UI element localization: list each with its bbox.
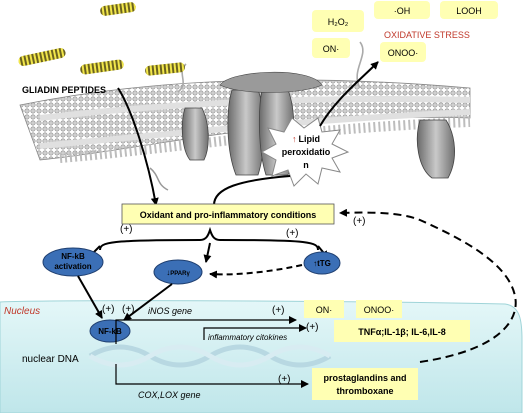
plus-cox: (+): [278, 374, 291, 385]
on-box: [312, 38, 350, 58]
gliadin-peptides-label: GLIADIN PEPTIDES: [22, 85, 106, 95]
nucleus-title: Nucleus: [4, 306, 40, 317]
nfkb-activation-line1: NF-kB: [61, 252, 85, 261]
plus-nfkb-right: (+): [122, 304, 135, 315]
central-box: [121, 203, 335, 225]
cytokines-label: TNFα;IL-1β; IL-6,IL-8: [358, 327, 446, 337]
looh-label: LOOH: [456, 6, 482, 16]
prostaglandins-line2: thromboxane: [336, 386, 393, 396]
lipid-to-stress-arrow: [319, 61, 379, 127]
prostaglandins-line1: prostaglandins and: [323, 373, 406, 383]
prostaglandins-box: [312, 368, 418, 400]
cox-lox-gene-arrow: [115, 364, 309, 388]
on-label: ON·: [323, 44, 340, 54]
h2o2-box: [312, 10, 364, 32]
oh-box: [374, 1, 430, 19]
h2o2-label: H₂O₂: [328, 17, 349, 27]
ttg-to-ppar-dashed: [209, 264, 303, 279]
dna-helix: [88, 344, 332, 368]
product-onoo-box: [356, 300, 402, 318]
nfkb-nuclear-ellipse: [89, 319, 131, 343]
ttg-arrow: ↑: [313, 259, 317, 268]
nuclear-dna-label: nuclear DNA: [22, 354, 79, 365]
ttg-ellipse: [303, 251, 341, 275]
lipid-peroxidation-line2: peroxidatio: [282, 147, 331, 157]
gliadin-peptides: [18, 2, 185, 76]
nfkb-activation-to-nucleus-arrow: [77, 275, 103, 319]
lipid-peroxidation-word1: Lipid: [299, 134, 321, 144]
ppar-ellipse: [153, 259, 203, 285]
plus-left: (+): [120, 224, 133, 235]
brace-mid-arrow: [203, 242, 212, 263]
cytokine-gene-arrow: [203, 324, 307, 340]
ppar-to-nfkb-arrow: [123, 283, 173, 321]
plus-inos: (+): [272, 305, 285, 316]
plus-feedback: (+): [353, 216, 366, 227]
cell-membrane: [19, 41, 471, 191]
plus-cytokines: (+): [306, 322, 319, 333]
oxidative-species: H₂O₂ ·OH LOOH ON· ONOO·: [312, 1, 498, 62]
central-box-label: Oxidant and pro-inflammatory conditions: [140, 210, 317, 220]
gliadin-to-oxidant-arrow: [117, 87, 159, 206]
inos-gene-arrow: [115, 316, 297, 344]
plus-right: (+): [286, 228, 299, 239]
cytokines-box: [334, 320, 470, 342]
lipid-peroxidation-line3: n: [303, 160, 309, 170]
product-onoo-label: ONOO·: [364, 305, 395, 315]
feedback-dashed-arrow: [339, 208, 517, 363]
looh-box: [440, 1, 498, 19]
ppar-label: ↓PPARγ: [166, 268, 190, 277]
nfkb-nuclear-label: NF-kB: [98, 327, 122, 336]
cox-lox-gene-label: COX,LOX gene: [138, 390, 201, 400]
lipid-peroxidation-arrow: ↑: [292, 134, 297, 144]
lipid-peroxidation-line1: ↑Lipid: [292, 134, 320, 144]
ppar-name: PPARγ: [170, 271, 190, 277]
product-on-box: [304, 300, 344, 318]
inos-gene-label: iNOS gene: [148, 306, 192, 316]
oh-label: ·OH: [394, 6, 411, 16]
plus-nfkb-left: (+): [102, 304, 115, 315]
product-on-label: ON·: [316, 305, 333, 315]
nfkb-activation-line2: activation: [54, 262, 91, 271]
oxidative-stress-label: OXIDATIVE STRESS: [384, 30, 470, 40]
lipid-peroxidation-burst: [260, 117, 350, 187]
ttg-name: tTG: [317, 259, 331, 268]
inflammatory-cytokines-label: inflammatory citokines: [208, 333, 287, 342]
nfkb-activation-ellipse: [42, 247, 104, 277]
ttg-label: ↑tTG: [313, 259, 331, 268]
oxidant-to-lipid-curve: [213, 175, 291, 206]
ppar-arrow: ↓: [166, 268, 170, 277]
onoo-label: ONOO·: [388, 48, 419, 58]
central-brace: [99, 226, 319, 251]
onoo-box: [380, 42, 426, 62]
